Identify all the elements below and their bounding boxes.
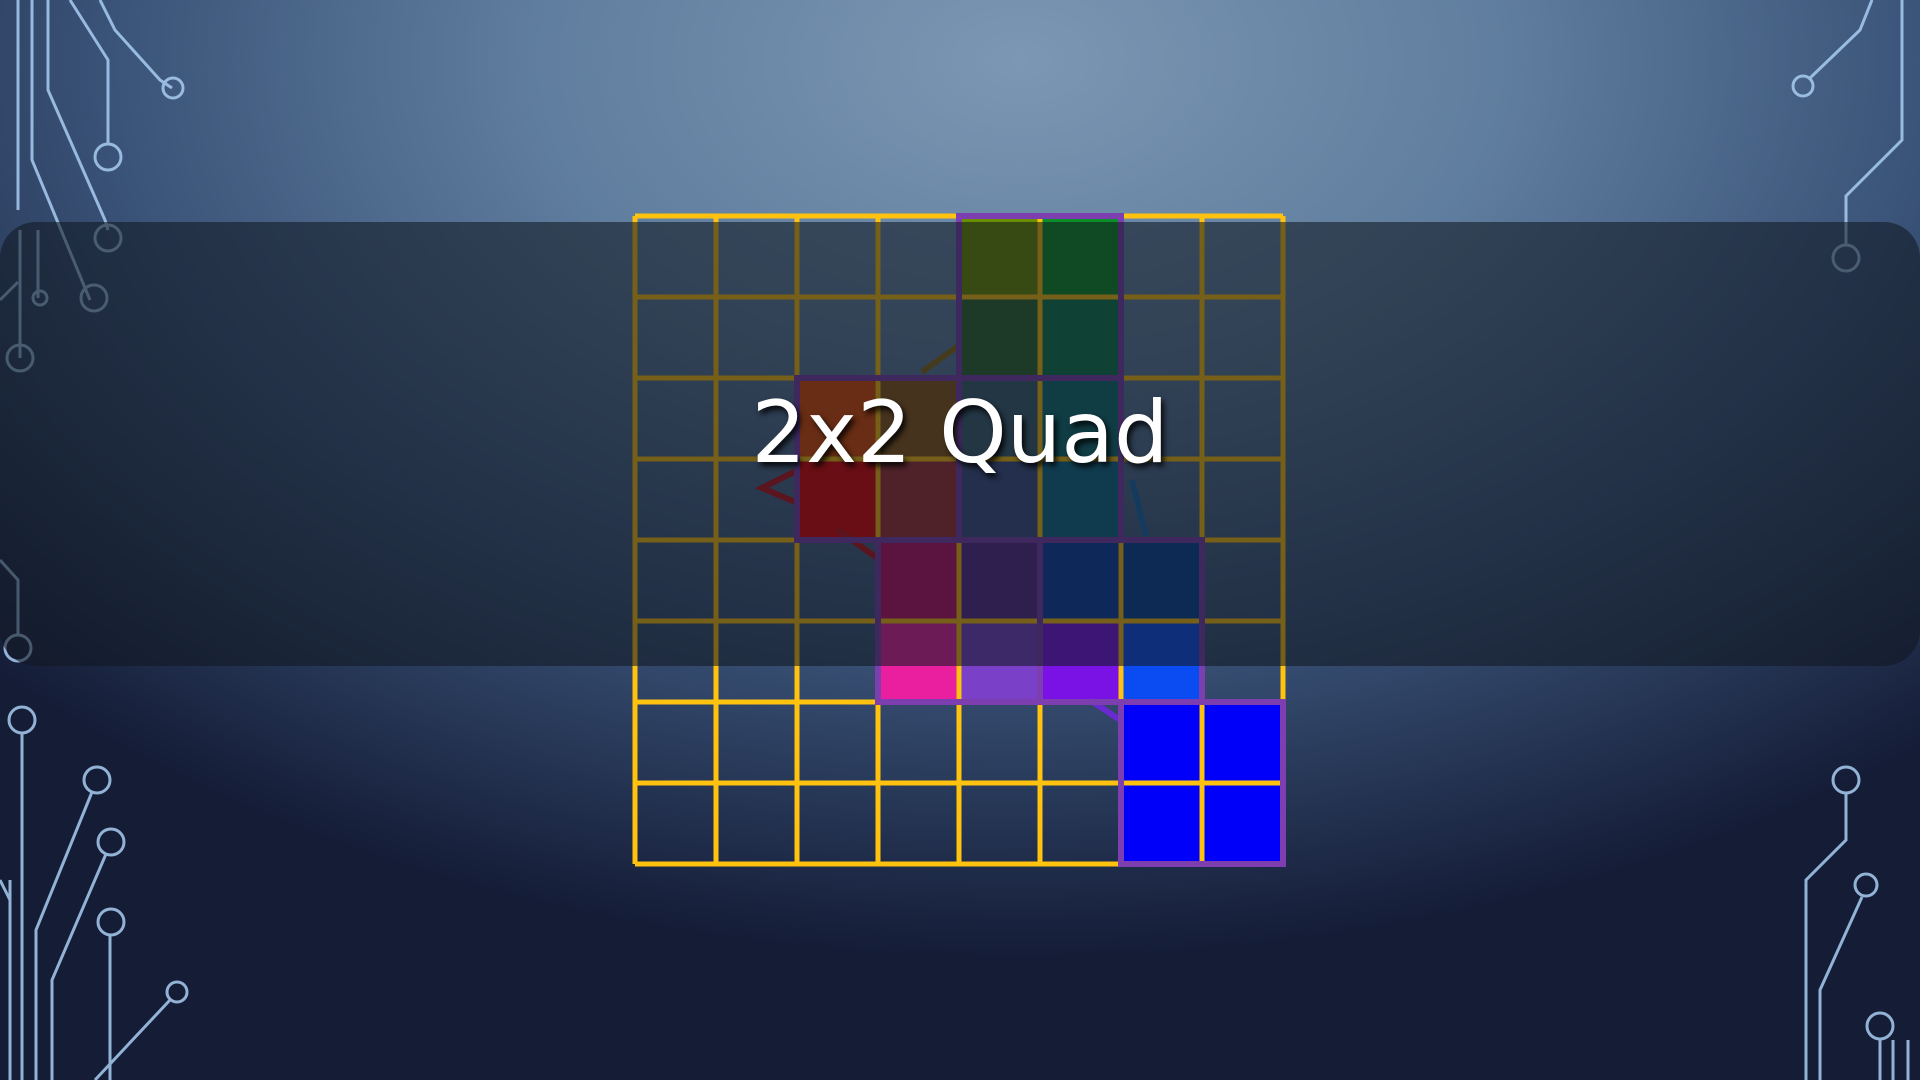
- title-overlay-band: [0, 222, 1920, 666]
- slide-title: 2x2 Quad: [751, 383, 1169, 483]
- quad-blue-cell: [1202, 702, 1283, 783]
- quad-blue-cell: [1121, 702, 1202, 783]
- quad-blue-border: [1118, 699, 1286, 867]
- quad-blue-cell: [1202, 783, 1283, 864]
- quad-blue-cell: [1121, 783, 1202, 864]
- quad-blue: [1121, 702, 1283, 864]
